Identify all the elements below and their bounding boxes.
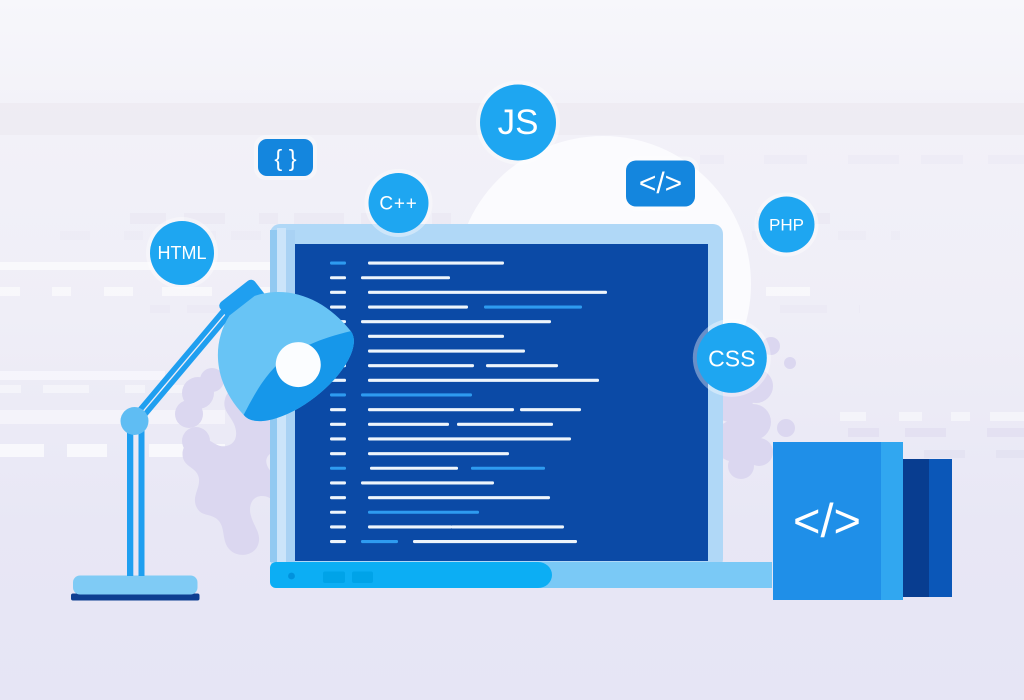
svg-text:</>: </> bbox=[793, 494, 861, 547]
svg-text:</>: </> bbox=[639, 167, 682, 200]
svg-text:HTML: HTML bbox=[158, 243, 207, 263]
svg-text:PHP: PHP bbox=[769, 216, 804, 235]
svg-text:C++: C++ bbox=[379, 194, 417, 215]
svg-text:CSS: CSS bbox=[708, 346, 755, 372]
svg-text:{ }: { } bbox=[274, 145, 296, 171]
svg-text:JS: JS bbox=[498, 103, 539, 142]
